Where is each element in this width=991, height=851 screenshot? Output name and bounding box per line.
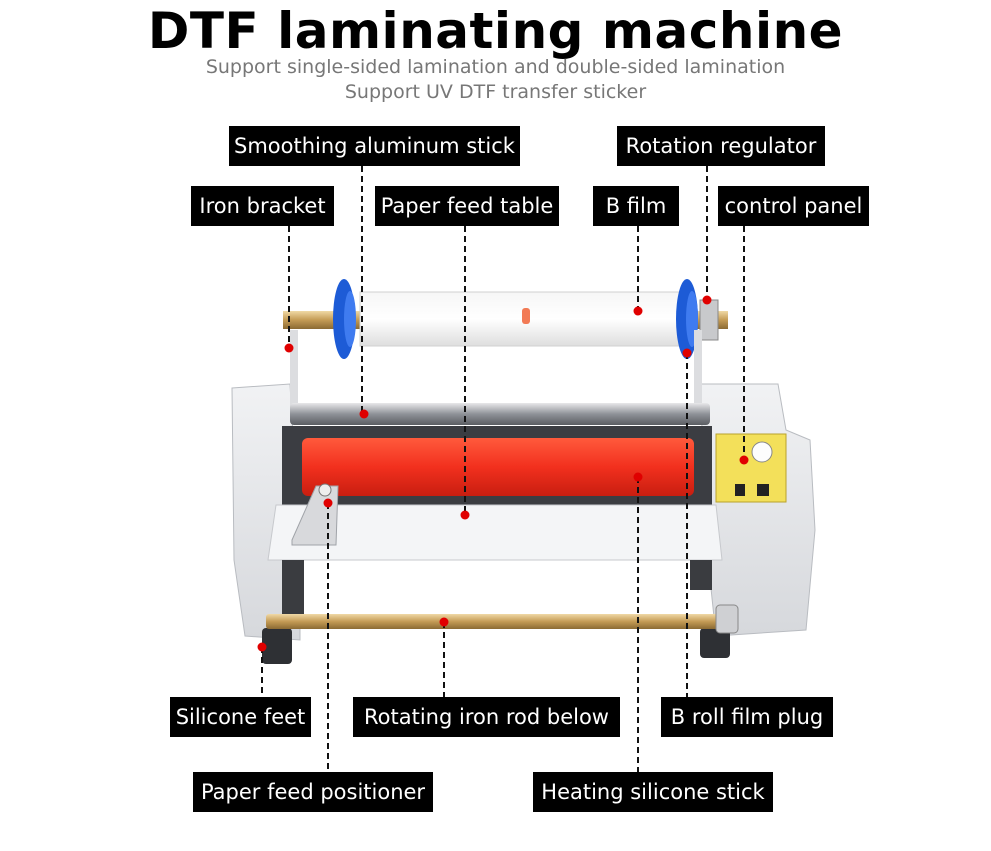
label-b-roll-film-plug: B roll film plug (661, 697, 833, 737)
label-silicone-feet: Silicone feet (170, 697, 311, 737)
b-film-roll (359, 291, 681, 347)
rotating-iron-rod (266, 614, 728, 629)
leader-lines (261, 166, 745, 772)
left-silicone-foot (262, 628, 292, 664)
right-housing (699, 383, 816, 637)
label-smoothing-aluminum-stick: Smoothing aluminum stick (229, 126, 520, 166)
label-control-panel: control panel (718, 186, 869, 226)
subtitle-line-2: Support UV DTF transfer sticker (344, 81, 647, 103)
label-paper-feed-positioner: Paper feed positioner (193, 772, 433, 812)
paper-feed-table (267, 504, 723, 561)
label-b-film: B film (593, 186, 679, 226)
heating-silicone-stick (302, 438, 694, 496)
smoothing-aluminum-stick (290, 403, 710, 425)
label-heating-silicone-stick: Heating silicone stick (533, 772, 773, 812)
label-paper-feed-table: Paper feed table (375, 186, 559, 226)
right-silicone-foot (700, 628, 730, 658)
label-rotation-regulator: Rotation regulator (617, 126, 825, 166)
pointer-dots (257, 295, 749, 652)
label-rotating-iron-rod-below: Rotating iron rod below (353, 697, 620, 737)
control-panel-graphic (715, 433, 787, 503)
label-iron-bracket: Iron bracket (191, 186, 334, 226)
page-title: DTF laminating machine (147, 2, 844, 60)
subtitle-line-1: Support single-sided lamination and doub… (205, 56, 786, 78)
